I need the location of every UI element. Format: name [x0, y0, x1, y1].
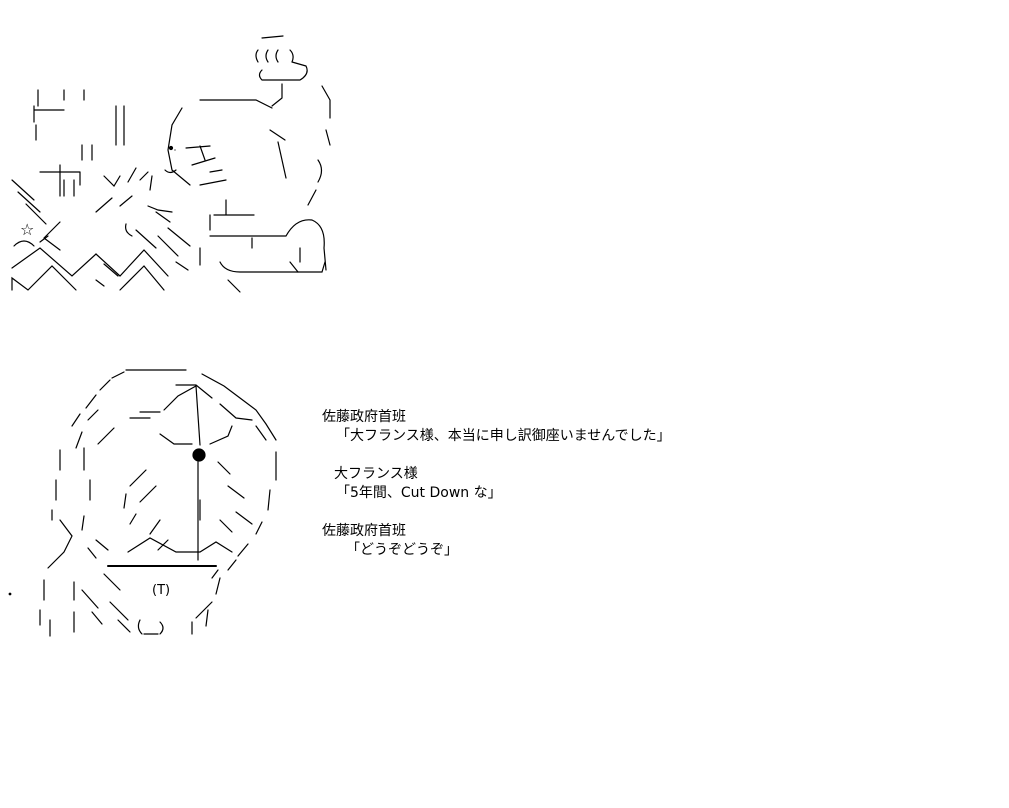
speaker-name: 大フランス様: [334, 466, 418, 482]
star-glyph: ☆: [20, 220, 34, 239]
speaker-name: 佐藤政府首班: [322, 523, 406, 539]
dialogue-block-3: 佐藤政府首班 「どうぞどうぞ」: [322, 522, 671, 560]
dialogue-line: 「大フランス様、本当に申し訳御座いませんでした」: [336, 428, 671, 444]
dialogue-block-2: 大フランス様 「5年間、Cut Down な」: [322, 465, 671, 503]
mouth-glyph: (T): [152, 583, 170, 598]
dialogue-panel: 佐藤政府首班 「大フランス様、本当に申し訳御座いませんでした」 大フランス様 「…: [322, 408, 671, 579]
speaker-name: 佐藤政府首班: [322, 409, 406, 425]
upper-figure: ☆: [11, 35, 331, 293]
lower-figure: (T): [8, 369, 277, 637]
dialogue-block-1: 佐藤政府首班 「大フランス様、本当に申し訳御座いませんでした」: [322, 408, 671, 446]
dialogue-line: 「5年間、Cut Down な」: [336, 485, 502, 501]
dialogue-line: 「どうぞどうぞ」: [346, 542, 458, 558]
